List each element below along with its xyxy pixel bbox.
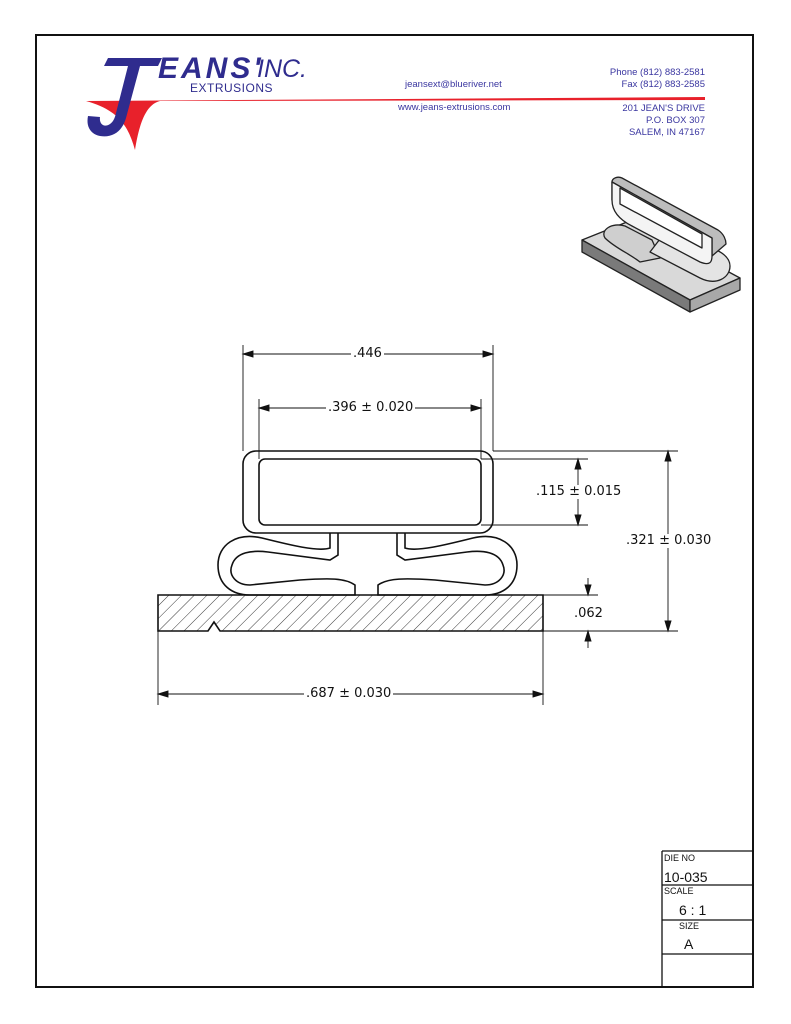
title-block xyxy=(661,850,754,988)
phone-text: Phone (812) 883-2581 xyxy=(609,67,705,78)
company-division: EXTRUSIONS xyxy=(190,81,274,95)
dim-tube-height: .115 ± 0.015 xyxy=(534,484,624,499)
dim-inner-width: .396 ± 0.020 xyxy=(326,400,416,415)
dim-base-width: .687 ± 0.030 xyxy=(304,686,394,701)
city-text: SALEM, IN 47167 xyxy=(628,127,705,138)
tube-profile xyxy=(242,450,494,534)
size-value: A xyxy=(684,936,694,952)
email-text: jeansext@blueriver.net xyxy=(405,79,502,90)
dim-overall-width-top: .446 xyxy=(351,346,384,361)
website-text: www.jeans-extrusions.com xyxy=(398,102,511,113)
fax-text: Fax (812) 883-2585 xyxy=(621,79,705,90)
dim-base-thickness: .062 xyxy=(572,606,605,621)
po-box-text: P.O. BOX 307 xyxy=(646,115,705,126)
die-no-label: DIE NO xyxy=(664,853,696,863)
isometric-view xyxy=(581,176,741,313)
scale-value: 6 : 1 xyxy=(679,902,707,918)
company-name: EANS' xyxy=(158,52,264,85)
street-text: 201 JEAN'S DRIVE xyxy=(622,103,705,114)
company-suffix: INC. xyxy=(257,55,307,83)
die-no-value: 10-035 xyxy=(664,869,708,885)
base-strip xyxy=(157,594,544,632)
hinge-profile xyxy=(217,533,518,596)
dim-overall-height: .321 ± 0.030 xyxy=(624,533,714,548)
size-label: SIZE xyxy=(679,921,700,931)
logo-swoosh xyxy=(86,97,705,150)
scale-label: SCALE xyxy=(664,886,694,896)
logo-letter-j xyxy=(87,58,162,137)
drawing-border xyxy=(35,34,754,988)
